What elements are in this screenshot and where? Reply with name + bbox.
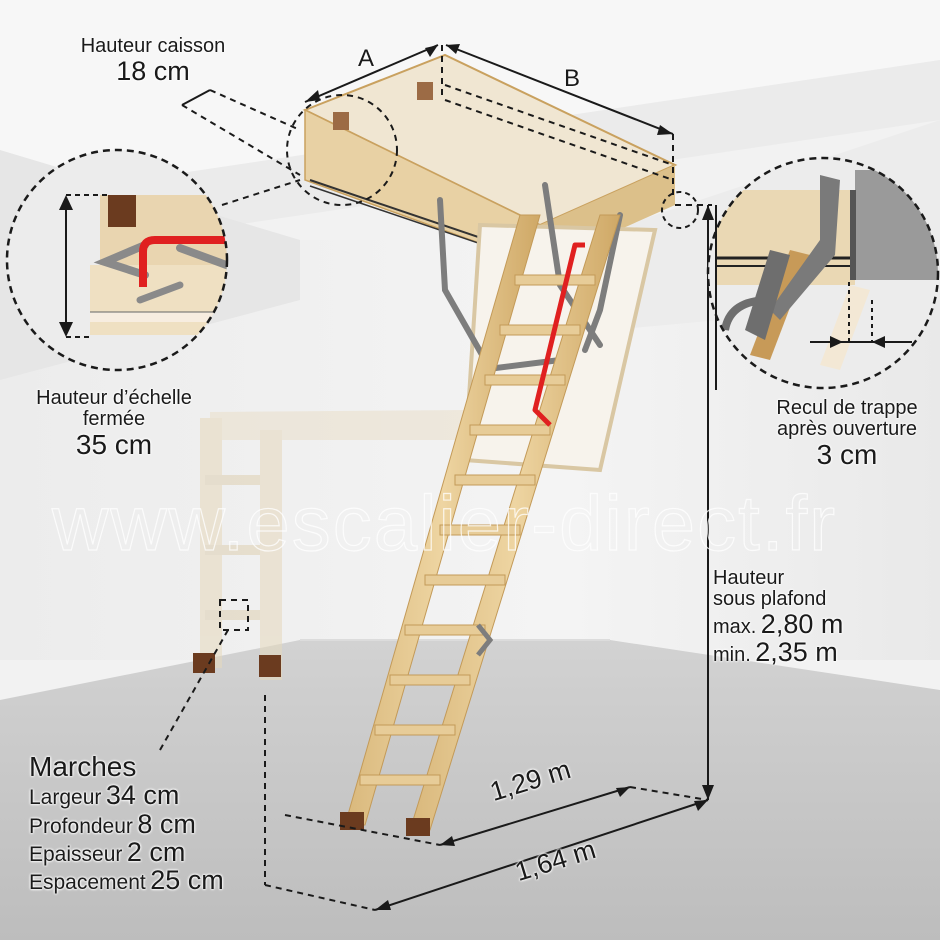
folded-ladder-ghost bbox=[200, 410, 470, 680]
watermark: www.escalier-direct.fr bbox=[51, 478, 838, 567]
hatch-setback-line1: Recul de trappe bbox=[776, 397, 918, 419]
closed-ladder-height-value: 35 cm bbox=[75, 429, 153, 460]
box-height-value: 18 cm bbox=[116, 56, 190, 86]
dimension-a-label: A bbox=[358, 45, 375, 72]
foot-cap bbox=[259, 655, 281, 677]
ceiling-height-min-value: 2,35 m bbox=[755, 637, 838, 668]
ceiling-height-max-prefix: max. bbox=[713, 616, 757, 638]
handrail bbox=[532, 242, 585, 427]
box-height-title: Hauteur caisson bbox=[80, 35, 226, 57]
steps-specs-callout: Marches Largeur 34 cm Profondeur 8 cm Ep… bbox=[29, 752, 224, 895]
ceiling-height-line2: sous plafond bbox=[713, 588, 827, 610]
closed-ladder-height-detail bbox=[5, 148, 229, 372]
ceiling-height-max-value: 2,80 m bbox=[760, 609, 844, 639]
main-ladder bbox=[340, 214, 621, 836]
dimension-lines bbox=[159, 44, 714, 911]
ceiling-height-min-prefix: min. bbox=[713, 644, 751, 667]
closed-ladder-height-line1: Hauteur d’échelle bbox=[36, 387, 192, 409]
steps-row-width: Largeur 34 cm bbox=[29, 780, 180, 811]
hatch-setback-callout: Recul de trappe après ouverture 3 cm bbox=[762, 397, 932, 470]
foot-cap bbox=[193, 653, 215, 673]
closed-ladder-height-callout: Hauteur d’échelle fermée 35 cm bbox=[14, 387, 214, 460]
steps-row-spacing: Espacement 25 cm bbox=[29, 865, 224, 896]
hatch-setback-line2: après ouverture bbox=[776, 418, 918, 440]
steps-title: Marches bbox=[29, 751, 137, 782]
ceiling-height-callout: Hauteur sous plafond max. 2,80 m min. 2,… bbox=[713, 568, 843, 667]
hatch-setback-value: 3 cm bbox=[816, 439, 878, 470]
closed-ladder-height-line2: fermée bbox=[82, 408, 146, 430]
hatch-setback-detail bbox=[706, 156, 940, 390]
steps-row-thickness: Epaisseur 2 cm bbox=[29, 837, 186, 868]
ceiling-height-line1: Hauteur bbox=[713, 567, 785, 589]
box-height-callout: Hauteur caisson 18 cm bbox=[68, 35, 238, 86]
steps-row-depth: Profondeur 8 cm bbox=[29, 808, 196, 839]
dimension-b-label: B bbox=[564, 65, 581, 92]
floor bbox=[0, 640, 940, 940]
